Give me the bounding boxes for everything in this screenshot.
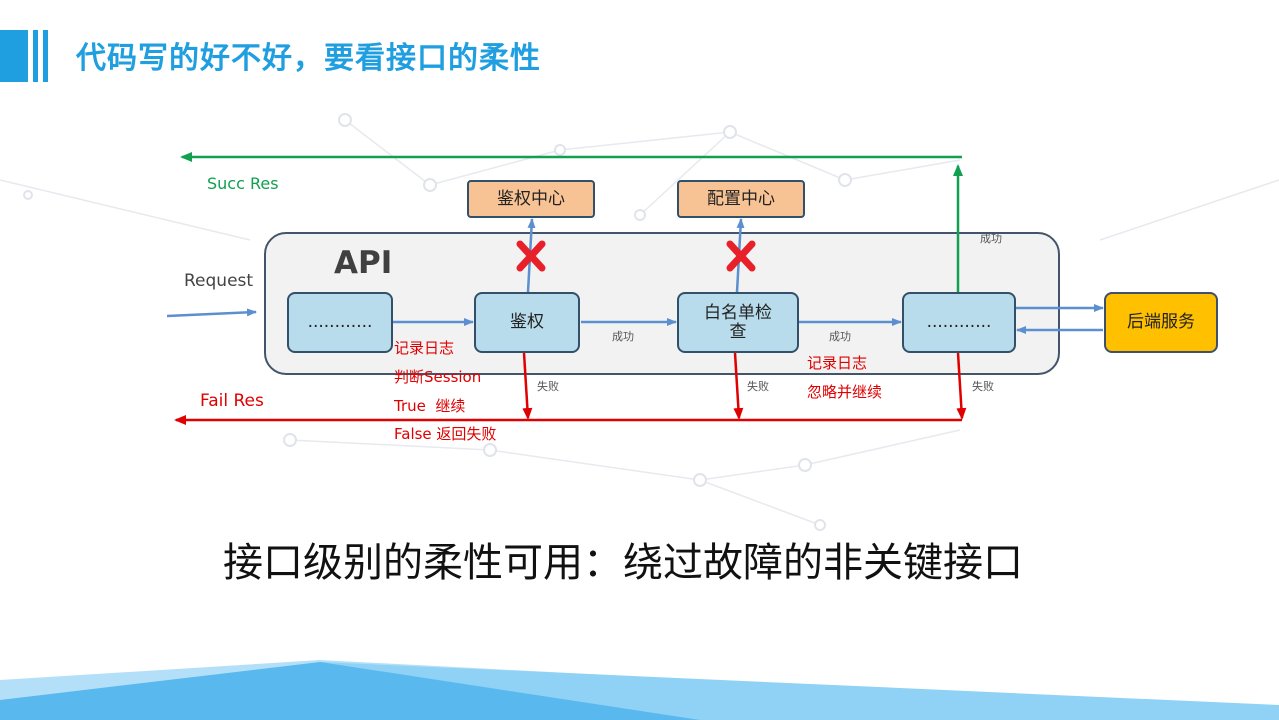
request-label: Request (184, 271, 254, 291)
slide-title: 代码写的好不好，要看接口的柔性 (76, 41, 541, 76)
success-label-top: 成功 (980, 232, 1002, 245)
last-node: ............ (902, 292, 1016, 353)
auth-note-1: 记录日志 (394, 339, 455, 357)
auth-note-3: True 继续 (394, 397, 466, 415)
success-label-1: 成功 (612, 330, 634, 343)
request-arrow (166, 308, 257, 318)
title-bars-icon (0, 30, 48, 82)
auth-failure-x-icon (516, 240, 546, 272)
auth-node: 鉴权 (474, 292, 580, 353)
succ-res-label: Succ Res (207, 174, 279, 193)
backend-node: 后端服务 (1104, 292, 1218, 353)
slide-subtitle: 接口级别的柔性可用：绕过故障的非关键接口 (223, 540, 1023, 586)
auth-note-2: 判断Session (394, 368, 482, 386)
fail-res-label: Fail Res (200, 391, 264, 411)
fail-label-2: 失败 (747, 380, 769, 393)
whitelist-note-2: 忽略并继续 (807, 383, 883, 401)
whitelist-note-1: 记录日志 (807, 354, 868, 372)
whitelist-node: 白名单检查 (677, 292, 799, 353)
fail-label-1: 失败 (537, 380, 559, 393)
config-center-node: 配置中心 (677, 180, 805, 218)
first-node: ............ (287, 292, 393, 353)
config-failure-x-icon (726, 240, 756, 272)
auth-center-node: 鉴权中心 (467, 180, 595, 218)
fail-label-3: 失败 (972, 380, 994, 393)
api-label: API (334, 245, 393, 281)
success-label-2: 成功 (829, 330, 851, 343)
auth-note-4: False 返回失败 (394, 425, 497, 443)
